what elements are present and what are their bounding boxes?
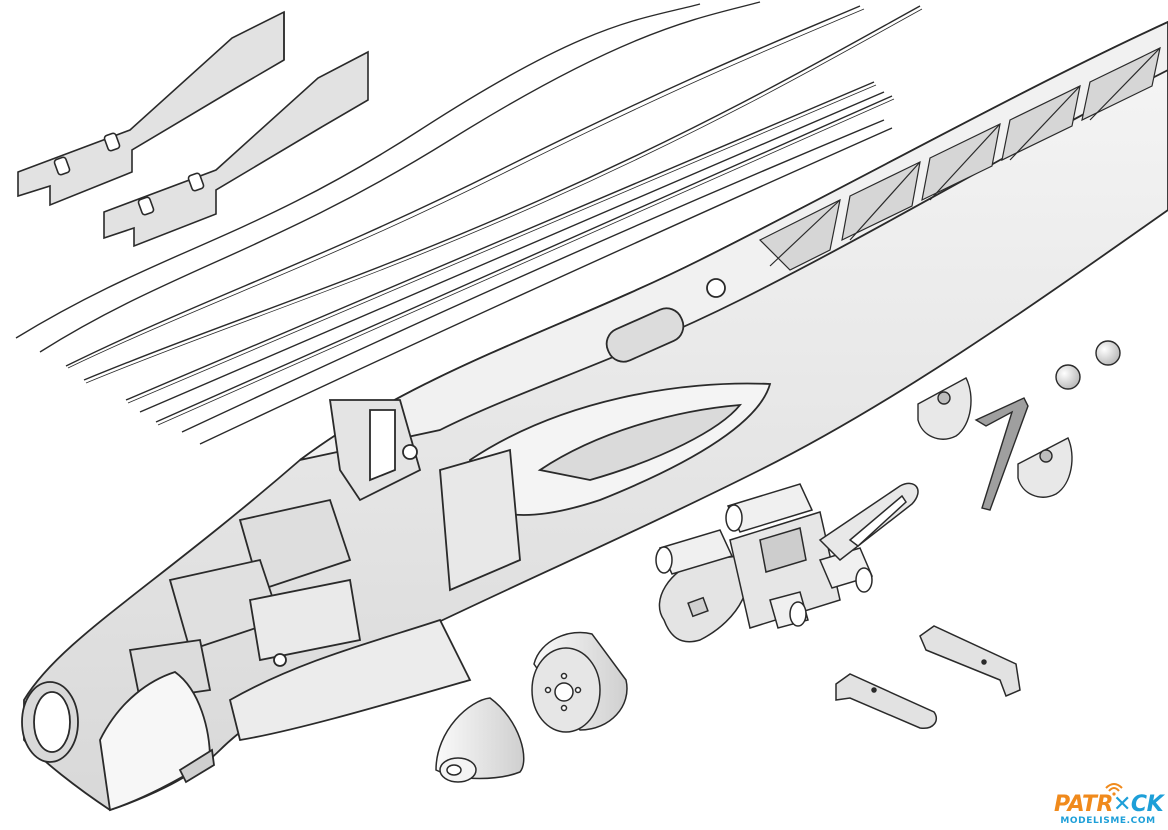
brand-logo: PATR✕CK MODELISME.COM (1054, 783, 1164, 826)
mount-assembly (655, 482, 919, 643)
brackets (835, 625, 1021, 729)
joiner-plate-lower (103, 50, 369, 248)
servo-horns (917, 377, 1073, 511)
spinner (435, 631, 628, 783)
brand-name-part2: CK (1130, 792, 1164, 817)
brand-name-part1: PATR (1054, 792, 1113, 817)
wifi-signal-icon (1105, 783, 1123, 796)
brand-name: PATR✕CK (1054, 792, 1164, 817)
brand-name-x-icon: ✕ (1112, 792, 1131, 817)
brand-subtitle: MODELISME.COM (1060, 816, 1156, 826)
pushrod-wires (15, 1, 923, 445)
joiner-plate-upper (17, 10, 285, 207)
fuselage (21, 21, 1168, 812)
ball-links (1055, 340, 1121, 390)
